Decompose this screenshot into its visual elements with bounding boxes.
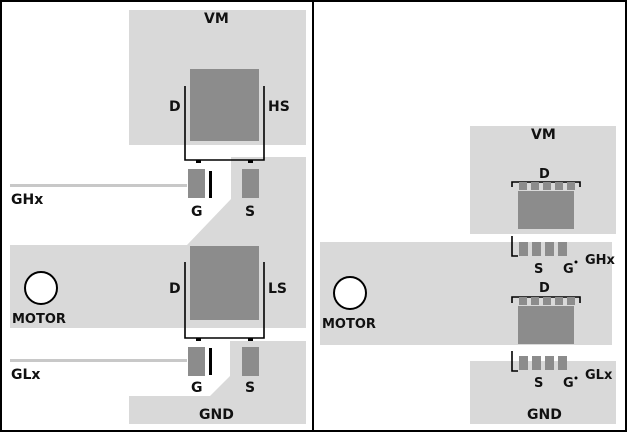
left-gnd-copper <box>129 341 306 424</box>
right-lower-drain-pins <box>519 297 575 305</box>
right-upper-drain-pins <box>519 182 575 190</box>
right-lower-gate-label: G <box>563 376 574 391</box>
left-panel: VM D HS GHx G S D LS MOTOR GLx G S GND <box>10 10 306 424</box>
left-gh-trace <box>10 184 187 187</box>
left-hs-name-label: HS <box>268 99 290 115</box>
left-hs-source-pad <box>242 169 259 198</box>
right-lower-drain-label: D <box>539 281 550 296</box>
right-lower-source-pins <box>519 356 567 370</box>
right-upper-source-label: S <box>534 262 543 277</box>
right-gh-label: GHx <box>585 253 616 268</box>
left-ls-drain-label: D <box>169 281 181 297</box>
left-gl-label: GLx <box>11 367 40 383</box>
right-gl-label: GLx <box>585 368 613 383</box>
left-hs-gate-pad <box>188 169 205 198</box>
left-ls-gate-label: G <box>191 380 203 396</box>
left-ls-pin-marker <box>196 338 201 341</box>
left-hs-pin-marker <box>196 160 201 163</box>
right-gnd-copper <box>470 361 616 424</box>
left-ls-source-label: S <box>245 380 255 396</box>
left-ls-source-pad <box>242 347 259 376</box>
left-hs-pin-marker <box>248 160 253 163</box>
left-gnd-label: GND <box>199 407 234 423</box>
left-ls-gate-bar <box>209 348 212 375</box>
left-hs-gate-label: G <box>191 204 203 220</box>
left-hs-fet-outline <box>184 86 265 161</box>
left-hs-gate-bar <box>209 171 212 198</box>
right-upper-gate-label: G <box>563 262 574 277</box>
right-lower-device-outline-bottom <box>511 351 518 372</box>
left-ls-gate-pad <box>188 347 205 376</box>
left-motor-label: MOTOR <box>12 312 66 327</box>
left-hs-drain-label: D <box>169 99 181 115</box>
right-upper-pin1-marker <box>574 260 578 264</box>
left-ls-name-label: LS <box>268 281 287 297</box>
right-vm-label: VM <box>531 127 556 143</box>
left-hs-source-label: S <box>245 204 255 220</box>
right-panel: VM D S G GHx MOTOR D S G GLx GND <box>320 126 616 424</box>
left-gh-label: GHx <box>11 192 43 208</box>
left-hs-fet-body <box>190 69 259 141</box>
left-gl-trace <box>10 359 187 362</box>
right-upper-source-pins <box>519 242 567 256</box>
left-ls-fet-outline <box>184 262 265 339</box>
left-switch-node-copper <box>10 157 306 328</box>
right-lower-source-label: S <box>534 376 543 391</box>
right-lower-device-body <box>518 306 574 344</box>
right-upper-device-outline-bottom <box>511 236 518 257</box>
left-motor-terminal-icon <box>24 271 58 305</box>
right-lower-pin1-marker <box>574 376 578 380</box>
left-ls-fet-body <box>190 246 259 320</box>
left-vm-label: VM <box>204 11 229 27</box>
right-gnd-label: GND <box>527 407 562 423</box>
right-upper-drain-label: D <box>539 167 550 182</box>
right-motor-label: MOTOR <box>322 317 376 332</box>
right-upper-device-body <box>518 191 574 229</box>
right-motor-terminal-icon <box>333 276 367 310</box>
left-ls-pin-marker <box>248 338 253 341</box>
